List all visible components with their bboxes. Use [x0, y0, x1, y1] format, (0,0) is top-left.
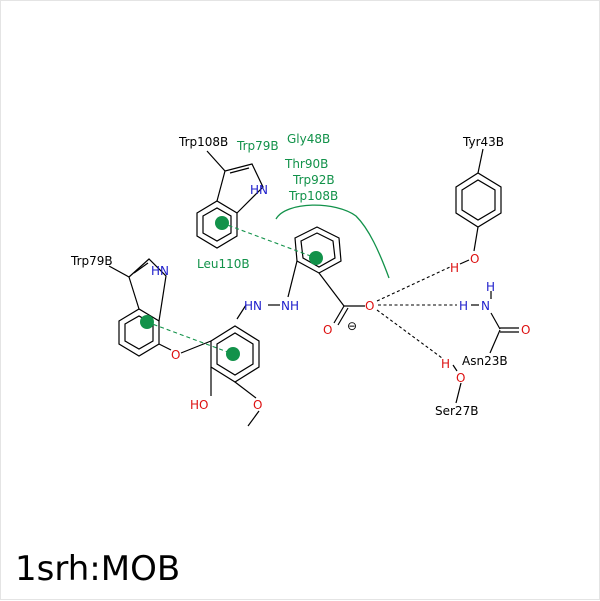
label-thr90b: Thr90B — [284, 157, 328, 171]
bond-ring-to-ether-o — [180, 340, 212, 354]
trp79b-cb-stub — [108, 265, 130, 278]
atom-asn-h-top: H — [486, 280, 495, 294]
atom-tyr-h: H — [450, 261, 459, 275]
atom-asn-o: O — [521, 323, 530, 337]
label-ser27b: Ser27B — [435, 404, 478, 418]
carboxyl-o-bond-2 — [337, 307, 349, 326]
tyr43b-ring — [455, 172, 502, 228]
ring-centroid-phenol — [226, 347, 240, 361]
structure-caption: 1srh:MOB — [15, 549, 181, 589]
trp79b-pyrrole-ring — [128, 258, 167, 322]
trp108b-cb-stub — [206, 150, 226, 172]
atom-ether-o: O — [171, 348, 180, 362]
methoxy-methyl — [247, 410, 260, 427]
label-asn23b: Asn23B — [462, 354, 508, 368]
benzoate-ring — [287, 226, 365, 326]
ring-centroid-trp108b — [215, 216, 229, 230]
atom-hydrazine-hn: HN — [244, 299, 262, 313]
atom-hn-top: HN — [250, 183, 268, 197]
asn23b-residue — [471, 291, 519, 354]
label-tyr43b: Tyr43B — [462, 135, 504, 149]
ser27b-h-o — [452, 364, 458, 372]
trp108b-pyrrole-double — [229, 167, 250, 174]
bond-ring-to-nh — [287, 260, 298, 298]
trp108b-benzene-inner — [202, 207, 232, 242]
atom-carboxyl-charge: ⊖ — [347, 319, 357, 333]
trp79b-benzene-inner — [124, 315, 154, 350]
atom-asn-n: N — [481, 299, 490, 313]
phenol-inner — [216, 332, 254, 376]
atom-asn-h-left: H — [459, 299, 468, 313]
hbond-ser27b — [376, 309, 443, 359]
tyr43b-o-h — [459, 259, 470, 265]
hbond-tyr43b — [376, 266, 451, 302]
label-leu110b: Leu110B — [197, 257, 250, 271]
atom-carboxyl-o-left: O — [323, 323, 332, 337]
trp108b-indole — [196, 150, 264, 249]
atom-tyr-o: O — [470, 252, 479, 266]
atom-hydrazine-nh: NH — [281, 299, 299, 313]
pi-stack-trp108b — [221, 222, 317, 259]
bond-ring-to-carboxyl — [318, 272, 345, 307]
ser27b-residue — [452, 364, 462, 404]
ring-centroid-trp79b — [140, 315, 154, 329]
atom-hn-left: HN — [151, 264, 169, 278]
atom-ser-h: H — [441, 357, 450, 371]
tyr43b-ring-inner — [461, 179, 496, 221]
atom-methoxy-o: O — [253, 398, 262, 412]
label-trp108b-top: Trp108B — [178, 135, 228, 149]
benzoate-inner — [300, 232, 336, 268]
asn23b-n-c — [490, 312, 501, 330]
ser27b-o-cb — [455, 382, 462, 404]
atom-ho: HO — [190, 398, 208, 412]
bond-nh-to-ring — [236, 304, 247, 320]
trp108b-pyrrole-ring — [216, 163, 264, 214]
carboxyl-o-bond-1 — [333, 305, 345, 324]
label-trp92b: Trp92B — [292, 173, 335, 187]
trp79b-pyrrole-double — [133, 262, 149, 274]
asn23b-c-cb — [489, 329, 501, 354]
label-trp79b-top: Trp79B — [236, 139, 279, 153]
bond-ether-o-to-indole — [158, 343, 172, 351]
label-trp79b-left: Trp79B — [70, 254, 113, 268]
pi-stack-trp79b — [146, 321, 234, 355]
atom-ser-o: O — [456, 371, 465, 385]
phenol-ring — [158, 325, 260, 427]
bond-ring-to-methoxy-o — [234, 381, 257, 399]
tyr43b-c-o — [473, 226, 479, 252]
atom-carboxyl-o-right: O — [365, 299, 374, 313]
tyr43b-residue — [455, 148, 502, 265]
tyr43b-stub — [477, 148, 484, 174]
label-gly48b: Gly48B — [287, 132, 330, 146]
hydrophobic-contact-arc — [275, 204, 390, 279]
ring-centroid-benzoate — [309, 251, 323, 265]
label-trp108b-pocket: Trp108B — [288, 189, 338, 203]
